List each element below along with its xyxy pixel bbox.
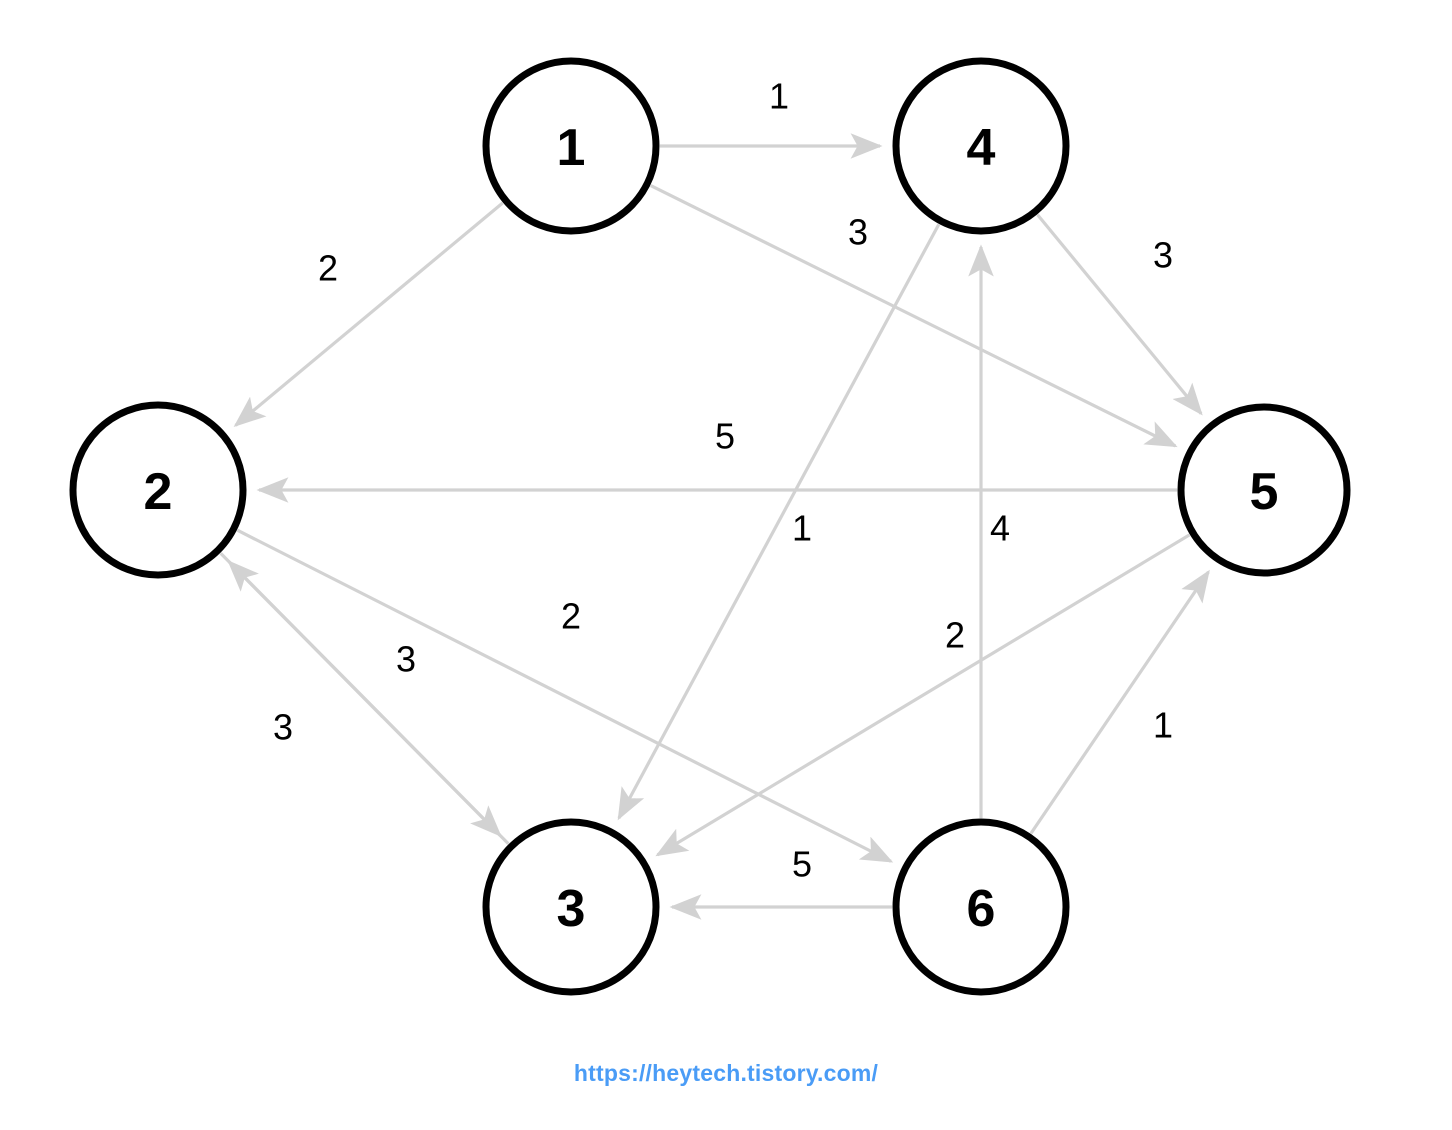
edge-weight-6-5: 1 — [1153, 705, 1173, 746]
edge-4-to-5 — [1036, 213, 1203, 416]
graph-node-4[interactable]: 4 — [892, 57, 1070, 235]
edge-6-to-5 — [1029, 569, 1210, 835]
edge-2-to-6 — [236, 528, 894, 863]
weight-layer: 1 2 3 3 1 5 2 2 3 3 4 1 5 — [273, 76, 1173, 885]
edge-layer — [219, 133, 1210, 920]
node-circle-1[interactable] — [482, 57, 660, 235]
edge-1-to-5 — [650, 184, 1178, 448]
edge-5-to-3 — [655, 533, 1191, 857]
node-label-2: 2 — [144, 463, 173, 521]
edge-weight-2-6: 2 — [561, 596, 581, 637]
edge-weight-1-5: 3 — [848, 212, 868, 253]
graph-node-6[interactable]: 6 — [892, 818, 1070, 996]
node-label-1: 1 — [557, 119, 586, 177]
node-label-4: 4 — [967, 119, 996, 177]
edge-1-to-2 — [233, 201, 504, 427]
node-label-6: 6 — [967, 880, 996, 938]
edge-4-to-3 — [617, 223, 941, 821]
edge-weight-6-4: 4 — [990, 508, 1010, 549]
node-circle-6[interactable] — [892, 818, 1070, 996]
node-circle-3[interactable] — [482, 818, 660, 996]
edge-weight-1-4: 1 — [769, 76, 789, 117]
edge-weight-4-3: 1 — [792, 508, 812, 549]
edge-weight-3-2: 3 — [273, 707, 293, 748]
node-circle-5[interactable] — [1177, 403, 1351, 577]
graph-node-2[interactable]: 2 — [69, 401, 247, 579]
node-circle-4[interactable] — [892, 57, 1070, 235]
edge-weight-5-3: 2 — [945, 615, 965, 656]
edge-weight-4-5: 3 — [1153, 235, 1173, 276]
node-label-3: 3 — [557, 880, 586, 938]
graph-node-5[interactable]: 5 — [1177, 403, 1351, 577]
edge-weight-6-3: 5 — [792, 844, 812, 885]
node-label-5: 5 — [1250, 463, 1279, 521]
edge-3-to-2 — [227, 559, 510, 845]
edge-weight-2-3: 3 — [396, 639, 416, 680]
graph-node-1[interactable]: 1 — [482, 57, 660, 235]
edge-weight-1-2: 2 — [318, 248, 338, 289]
source-url-watermark[interactable]: https://heytech.tistory.com/ — [573, 1060, 879, 1086]
graph-node-3[interactable]: 3 — [482, 818, 660, 996]
edge-weight-5-2: 5 — [715, 416, 735, 457]
node-circle-2[interactable] — [69, 401, 247, 579]
node-layer: 1 2 3 4 5 6 — [69, 57, 1351, 996]
